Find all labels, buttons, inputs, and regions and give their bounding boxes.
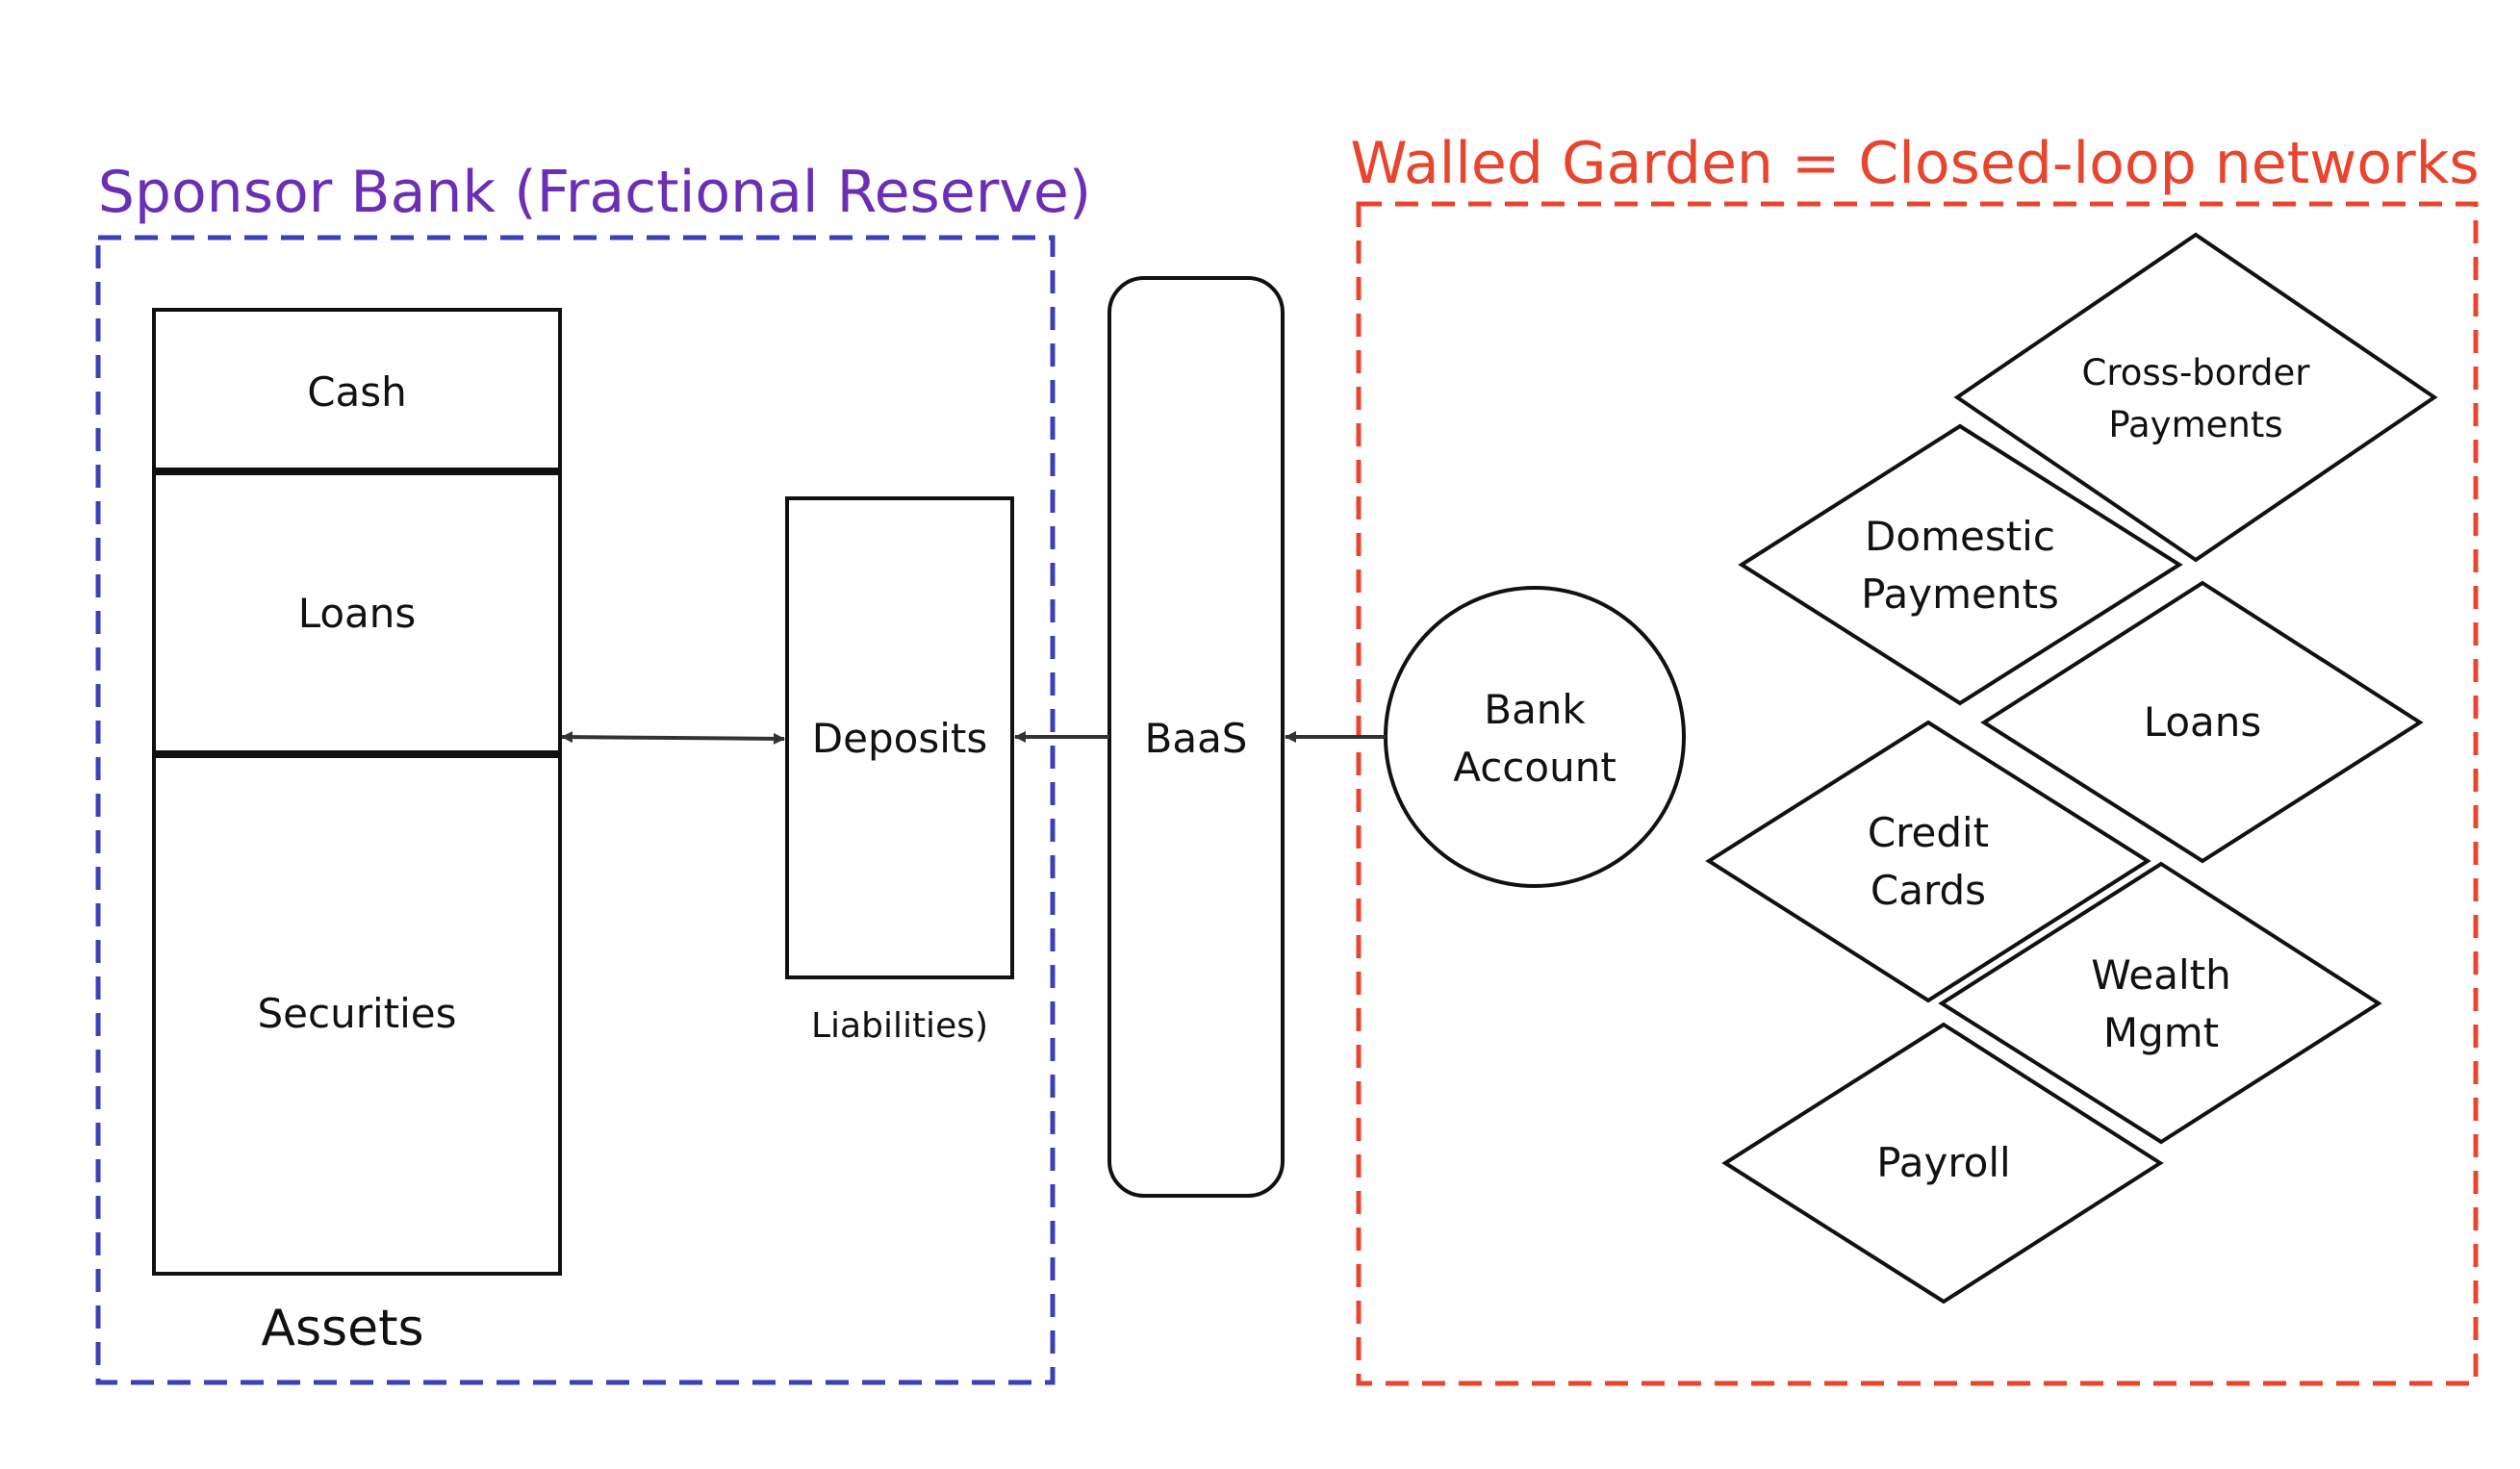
product-diamond-domestic: Domestic Payments bbox=[1738, 423, 2183, 706]
assets-cash-label: Cash bbox=[307, 368, 407, 416]
diamond-label-line1: Loans bbox=[2144, 698, 2262, 746]
diamond-label-line2: Payments bbox=[1861, 570, 2059, 618]
liabilities-caption: Liabilities) bbox=[811, 1006, 988, 1046]
bank-account-label-line2: Account bbox=[1453, 744, 1616, 791]
assets-loans-box bbox=[152, 469, 562, 756]
assets-deposits-arrow bbox=[561, 731, 785, 745]
sponsor-bank-title: Sponsor Bank (Fractional Reserve) bbox=[98, 159, 1091, 226]
diamond-label-line2: Payments bbox=[2108, 404, 2282, 445]
diamond-label-line2: Mgmt bbox=[2103, 1009, 2219, 1056]
bank-account-label-line1: Bank bbox=[1484, 686, 1586, 733]
diamond-label-line1: Wealth bbox=[2091, 951, 2230, 999]
diamond-label-line1: Domestic bbox=[1865, 513, 2055, 560]
diamond-shape bbox=[1721, 1022, 2164, 1304]
diamond-label-line1: Credit bbox=[1868, 809, 1989, 856]
deposits-box bbox=[785, 496, 1014, 979]
product-diamond-payroll: Payroll bbox=[1721, 1022, 2164, 1304]
diamond-label-line1: Cross-border bbox=[2082, 352, 2311, 393]
liabilities-group: Deposits Liabilities) bbox=[785, 496, 1014, 1046]
deposits-label: Deposits bbox=[812, 715, 987, 762]
assets-caption: Assets bbox=[261, 1300, 423, 1357]
assets-stack: Cash Loans Securities Assets bbox=[152, 308, 562, 1357]
walled-garden-group: Walled Garden = Closed-loop networks Ban… bbox=[1285, 130, 2480, 1386]
bank-account-circle bbox=[1384, 586, 1686, 888]
assets-loans-label: Loans bbox=[298, 590, 417, 637]
diamond-label-line2: Cards bbox=[1871, 867, 1986, 914]
diamond-label-line1: Payroll bbox=[1876, 1139, 2010, 1186]
baas-label: BaaS bbox=[1145, 715, 1248, 762]
product-diamond-loans: Loans bbox=[1980, 580, 2424, 864]
sponsor-bank-border bbox=[95, 235, 1056, 1385]
walled-garden-title: Walled Garden = Closed-loop networks bbox=[1350, 130, 2479, 197]
product-diamond-wealth: Wealth Mgmt bbox=[1938, 861, 2382, 1145]
sponsor-bank-group: Sponsor Bank (Fractional Reserve) Cash L… bbox=[95, 159, 1091, 1385]
assets-securities-box bbox=[152, 752, 562, 1276]
diamond-shape bbox=[1938, 861, 2382, 1145]
product-diamond-credit-cards: Credit Cards bbox=[1705, 720, 2151, 1003]
walled-garden-border bbox=[1356, 201, 2479, 1386]
diamond-shape bbox=[1738, 423, 2183, 706]
product-diamond-cross-border: Cross-border Payments bbox=[1953, 232, 2438, 563]
baas-group: BaaS bbox=[1014, 276, 1285, 1198]
diamond-shape bbox=[1980, 580, 2424, 864]
assets-securities-label: Securities bbox=[257, 990, 456, 1037]
diamond-shape bbox=[1953, 232, 2438, 563]
diamond-shape bbox=[1705, 720, 2151, 1003]
